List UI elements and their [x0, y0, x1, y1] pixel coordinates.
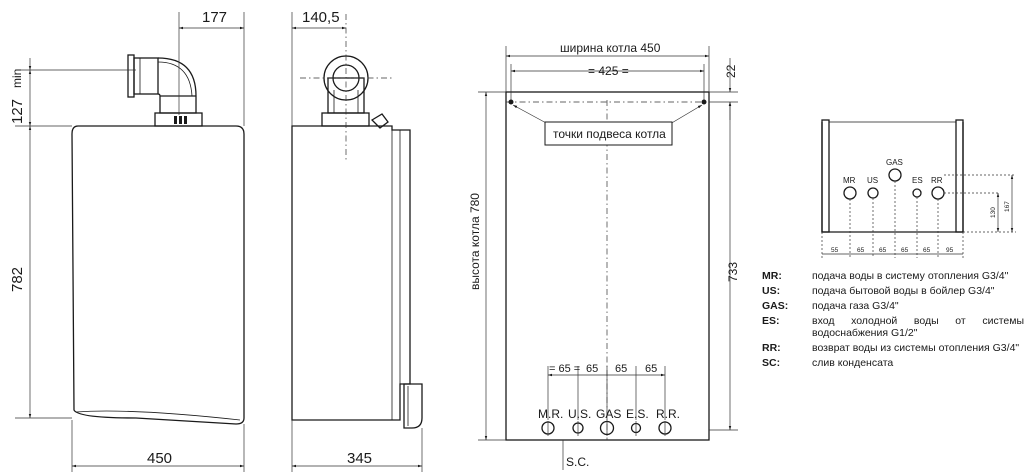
front-view: 177 min 127 782 450: [9, 9, 245, 472]
legend-code: US:: [762, 285, 781, 297]
conn-label-mr: M.R.: [538, 407, 563, 421]
dim-733: 733: [726, 262, 740, 282]
detail-dim-55: 55: [831, 247, 839, 254]
detail-label-es: ES: [912, 176, 923, 185]
spacing-label-4: 65: [645, 363, 657, 375]
legend-text: подача бытовой воды в бойлер G3/4": [812, 285, 995, 297]
dim-782: 782: [9, 267, 26, 292]
legend-row-rr: RR: возврат воды из системы отопления G3…: [762, 342, 1024, 354]
legend-code: ES:: [762, 315, 780, 327]
detail-dim-130: 130: [990, 207, 997, 218]
legend-code: GAS:: [762, 300, 789, 312]
spacing-label-1: = 65 =: [549, 363, 580, 375]
legend-row-gas: GAS: подача газа G3/4": [762, 300, 1024, 312]
legend-code: MR:: [762, 270, 782, 282]
dim-22: 22: [724, 64, 738, 78]
boiler-width-label: ширина котла 450: [560, 41, 661, 55]
detail-dim-65-c: 65: [901, 247, 909, 254]
legend-row-es: ES: вход холодной воды от системы водосн…: [762, 315, 1024, 339]
detail-label-us: US: [867, 176, 878, 185]
spacing-label-2: 65: [586, 363, 598, 375]
dim-min: min: [10, 69, 24, 88]
legend-text: слив конденсата: [812, 357, 894, 369]
conn-label-gas: GAS: [596, 407, 621, 421]
condensate-label: S.C.: [566, 455, 589, 469]
conn-label-us: U.S.: [568, 407, 591, 421]
connection-detail: MR US GAS ES RR 130 167 55 65 65 65 65 9…: [821, 119, 1016, 258]
dim-127: 127: [9, 99, 26, 124]
legend-text: подача воды в систему отопления G3/4": [812, 270, 1009, 282]
legend-code: SC:: [762, 357, 781, 369]
dim-450: 450: [147, 450, 172, 467]
detail-label-rr: RR: [931, 176, 943, 185]
dim-345: 345: [347, 450, 372, 467]
front-body-outline: [71, 125, 245, 425]
detail-conn-gas: [888, 168, 902, 182]
hanging-points-box: [544, 121, 673, 146]
detail-dim-65-b: 65: [879, 247, 887, 254]
connection-legend: MR: подача воды в систему отопления G3/4…: [762, 270, 1024, 372]
legend-text: подача газа G3/4": [812, 300, 899, 312]
dim-140-5: 140,5: [302, 9, 340, 26]
legend-row-sc: SC: слив конденсата: [762, 357, 1024, 369]
side-view: 140,5 345: [291, 9, 423, 472]
height-label: высота котла 780: [468, 193, 482, 290]
spacing-label-3: 65: [615, 363, 627, 375]
detail-conn-rr: [931, 186, 945, 200]
dim-177: 177: [202, 9, 227, 26]
legend-text: вход холодной воды от системы водоснабже…: [812, 315, 1024, 339]
legend-row-mr: MR: подача воды в систему отопления G3/4…: [762, 270, 1024, 282]
detail-conn-us: [867, 187, 879, 199]
detail-dim-65-a: 65: [857, 247, 865, 254]
flue-elbow: [127, 54, 197, 114]
detail-dim-95: 95: [946, 247, 954, 254]
legend-row-us: US: подача бытовой воды в бойлер G3/4": [762, 285, 1024, 297]
mounting-view: точки подвеса котла ширина котла 450 = 4…: [468, 41, 740, 470]
detail-label-mr: MR: [843, 176, 856, 185]
conn-label-es: E.S.: [626, 407, 649, 421]
mounting-body-outline: [505, 91, 710, 441]
detail-dim-167: 167: [1004, 201, 1011, 212]
legend-text: возврат воды из системы отопления G3/4": [812, 342, 1020, 354]
hanging-points-label: точки подвеса котла: [553, 127, 666, 141]
detail-conn-mr: [843, 186, 857, 200]
front-connection-block: [154, 112, 203, 127]
detail-dim-65-d: 65: [923, 247, 931, 254]
conn-label-rr: R.R.: [656, 407, 680, 421]
legend-code: RR:: [762, 342, 781, 354]
hanging-point-left: [508, 99, 514, 105]
dim-425: = 425 =: [588, 64, 629, 78]
detail-label-gas: GAS: [886, 158, 903, 167]
detail-conn-es: [912, 188, 922, 198]
hanging-point-right: [701, 99, 707, 105]
